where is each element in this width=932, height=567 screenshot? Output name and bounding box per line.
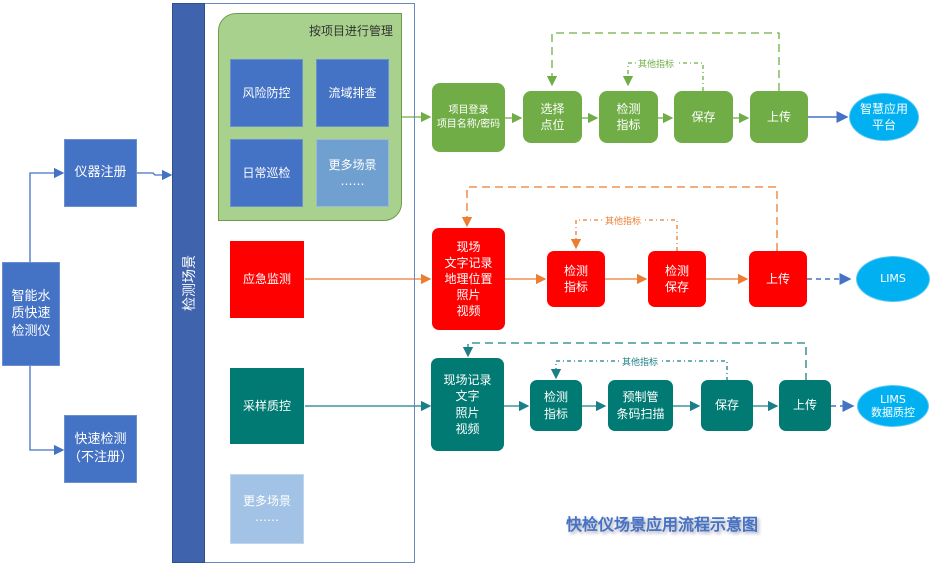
scene-more-project[interactable]: 更多场景 …… [316,139,389,207]
green-loop-label: 其他指标 [636,57,677,70]
green-step-save[interactable]: 保存 [674,91,733,143]
green-step-detect[interactable]: 检测 指标 [599,91,658,143]
green-target-platform[interactable]: 智慧应用 平台 [849,93,919,141]
arrow-device-to-quicktest [29,365,65,456]
teal-step-upload[interactable]: 上传 [779,380,831,431]
scene-sidebar: 检测场景 [172,3,205,563]
red-step-detect[interactable]: 检测 指标 [547,251,605,307]
red-step-save[interactable]: 检测 保存 [648,251,706,307]
scene-more[interactable]: 更多场景 …… [230,474,304,544]
scene-sampling-qc[interactable]: 采样质控 [230,368,304,444]
green-step-select-point[interactable]: 选择 点位 [523,91,582,143]
arrow-device-to-register [29,167,65,262]
quick-test-node[interactable]: 快速检测 （不注册） [64,415,137,483]
teal-step-barcode[interactable]: 预制管 条码扫描 [608,380,673,431]
teal-target-lims-qc[interactable]: LIMS 数据质控 [857,385,929,427]
device-node[interactable]: 智能水 质快速 检测仪 [2,262,60,366]
red-step-record[interactable]: 现场 文字记录 地理位置 照片 视频 [432,228,505,330]
teal-loop-label: 其他指标 [620,355,661,368]
red-loop-label: 其他指标 [603,214,644,227]
scene-daily-patrol[interactable]: 日常巡检 [230,139,303,207]
green-step-upload[interactable]: 上传 [750,91,808,143]
teal-step-record[interactable]: 现场记录 文字 照片 视频 [431,358,504,451]
green-step-login[interactable]: 项目登录 项目名称/密码 [432,83,505,152]
project-group-title: 按项目进行管理 [308,24,393,38]
arrow-register-to-scenes [137,169,173,181]
diagram-title: 快检仪场景应用流程示意图 [566,515,759,534]
scene-sidebar-label: 检测场景 [181,255,198,311]
red-step-upload[interactable]: 上传 [749,251,807,307]
red-target-lims[interactable]: LIMS [856,256,930,302]
scene-emergency[interactable]: 应急监测 [230,241,304,318]
scene-risk-control[interactable]: 风险防控 [230,59,303,127]
teal-step-save[interactable]: 保存 [701,380,753,431]
scene-basin-survey[interactable]: 流域排查 [316,59,389,127]
register-node[interactable]: 仪器注册 [64,139,137,207]
teal-step-detect[interactable]: 检测 指标 [530,380,582,431]
